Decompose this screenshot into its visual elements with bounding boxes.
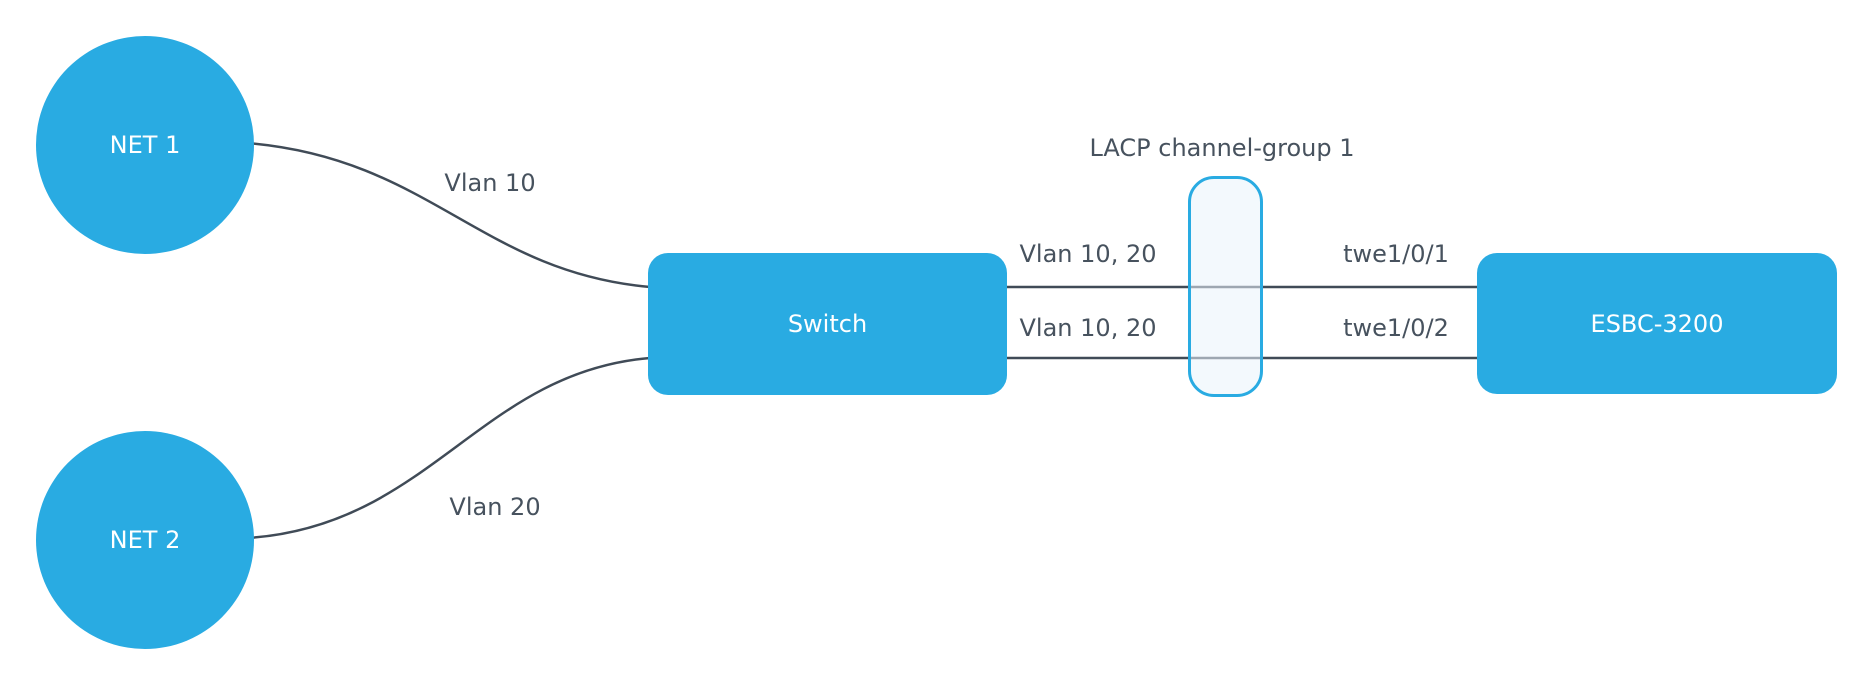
node-esbc-3200: ESBC-3200 — [1477, 253, 1837, 394]
node-net2: NET 2 — [36, 431, 254, 649]
edge-label-vlan-10: Vlan 10 — [444, 169, 536, 197]
edge-label-twe1-0-2: twe1/0/2 — [1343, 314, 1449, 342]
lacp-channel-group-shape — [1188, 176, 1263, 397]
edge-label-vlan-10-20-link1: Vlan 10, 20 — [1019, 240, 1157, 268]
node-net2-label: NET 2 — [109, 526, 181, 554]
edge-label-twe1-0-1: twe1/0/1 — [1343, 240, 1449, 268]
node-net1: NET 1 — [36, 36, 254, 254]
edge-label-vlan-10-20-link2: Vlan 10, 20 — [1019, 314, 1157, 342]
edge-label-vlan-20: Vlan 20 — [449, 493, 541, 521]
node-switch: Switch — [648, 253, 1007, 395]
node-esbc-3200-label: ESBC-3200 — [1590, 309, 1724, 338]
edge-net1-switch — [246, 141, 651, 289]
node-net1-label: NET 1 — [109, 131, 181, 159]
lacp-channel-group-label: LACP channel-group 1 — [1089, 134, 1355, 162]
node-switch-label: Switch — [787, 310, 868, 338]
edge-net2-switch — [247, 356, 651, 540]
